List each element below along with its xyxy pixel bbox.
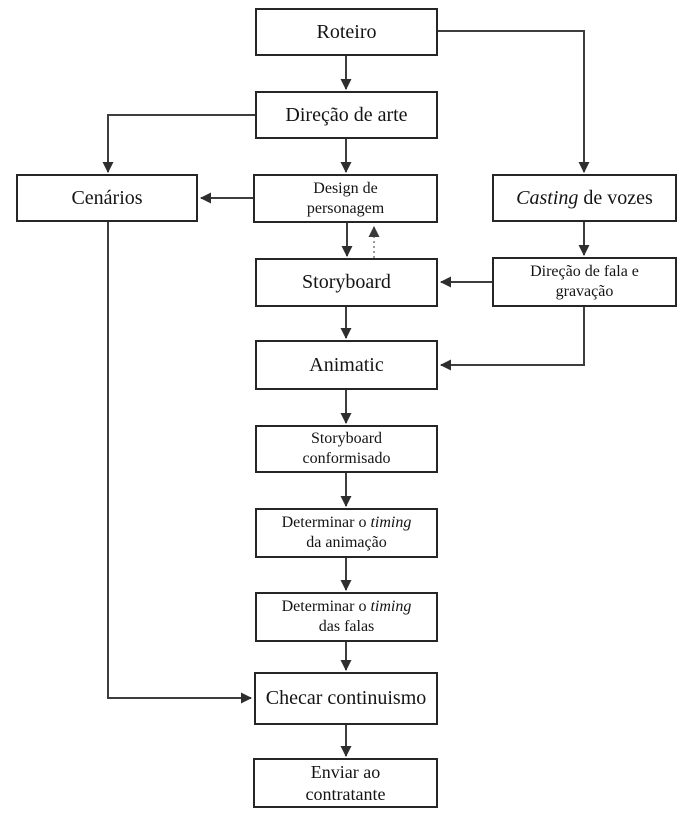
node-checar-continuismo: Checar continuismo bbox=[254, 672, 438, 725]
node-casting-de-vozes-label: Casting de vozes bbox=[516, 186, 653, 211]
node-timing-animacao-line2: da animação bbox=[306, 534, 387, 551]
node-timing-falas-italic-word: timing bbox=[370, 598, 412, 615]
node-roteiro: Roteiro bbox=[255, 8, 438, 56]
node-storyboard-conformisado-line1: Storyboard bbox=[310, 430, 383, 447]
edge-direcao-arte-to-cenarios bbox=[102, 114, 255, 173]
node-enviar-ao-contratante: Enviar ao contratante bbox=[253, 758, 438, 808]
node-direcao-de-fala-line1: Direção de fala e bbox=[530, 263, 639, 280]
node-cenarios: Cenários bbox=[16, 174, 198, 222]
node-casting-rest: de vozes bbox=[578, 186, 653, 209]
node-storyboard-label: Storyboard bbox=[302, 271, 391, 293]
node-enviar-contratante-line1: Enviar ao bbox=[310, 761, 381, 782]
node-design-de-personagem-line2: personagem bbox=[306, 199, 385, 217]
node-design-de-personagem: Design de personagem bbox=[253, 174, 438, 223]
node-roteiro-label: Roteiro bbox=[316, 20, 377, 43]
node-animatic: Animatic bbox=[255, 340, 438, 390]
node-direcao-de-arte-label: Direção de arte bbox=[285, 103, 408, 126]
node-direcao-de-fala-line2: gravação bbox=[555, 283, 614, 300]
node-enviar-contratante-line2: contratante bbox=[305, 784, 386, 804]
node-animatic-label: Animatic bbox=[309, 353, 384, 376]
edge-cenarios-to-checar-continuismo bbox=[107, 222, 252, 704]
edge-direcao-fala-to-animatic bbox=[440, 307, 585, 371]
node-timing-falas-line1: Determinar o timing bbox=[282, 597, 412, 617]
node-determinar-timing-animacao: Determinar o timing da animação bbox=[255, 508, 438, 558]
node-determinar-timing-falas: Determinar o timing das falas bbox=[255, 592, 438, 642]
node-casting-de-vozes: Casting de vozes bbox=[492, 174, 677, 222]
node-checar-continuismo-label: Checar continuismo bbox=[265, 687, 427, 709]
node-storyboard-conformisado: Storyboard conformisado bbox=[255, 425, 438, 473]
node-storyboard: Storyboard bbox=[255, 258, 438, 307]
node-timing-animacao-line1: Determinar o timing bbox=[282, 513, 412, 533]
node-casting-italic-word: Casting bbox=[516, 186, 579, 209]
node-storyboard-conformisado-line2: conformisado bbox=[302, 450, 391, 467]
node-direcao-de-fala-e-gravacao: Direção de fala e gravação bbox=[492, 257, 677, 307]
node-timing-animacao-pre: Determinar o bbox=[281, 514, 371, 531]
node-direcao-de-arte: Direção de arte bbox=[255, 91, 438, 139]
node-cenarios-label: Cenários bbox=[71, 186, 143, 209]
node-timing-falas-pre: Determinar o bbox=[281, 598, 371, 615]
node-timing-falas-line2: das falas bbox=[318, 618, 375, 635]
node-design-de-personagem-line1: Design de bbox=[313, 179, 378, 197]
node-timing-animacao-italic-word: timing bbox=[370, 514, 412, 531]
edge-roteiro-to-casting-vozes bbox=[438, 30, 590, 173]
